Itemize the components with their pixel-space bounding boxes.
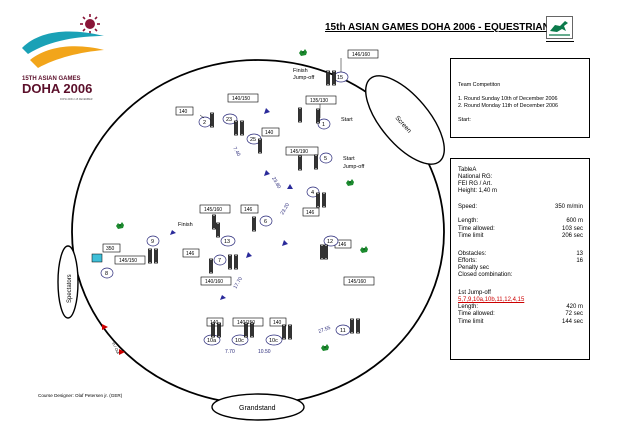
spectators-label: Spectators xyxy=(67,274,73,303)
table-type: TableA xyxy=(458,167,477,173)
obstacle-number: 7 xyxy=(218,258,221,264)
obstacle-number: 12 xyxy=(327,239,333,245)
height-label: 145/150 xyxy=(119,258,137,264)
obstacle-number: 6 xyxy=(264,219,267,225)
obstacle-number: 2 xyxy=(203,120,206,126)
direction-arrows xyxy=(170,108,293,300)
round2: 2. Round Monday 11th of December 2006 xyxy=(458,103,558,109)
jumpoff-right-label: Jump-off xyxy=(343,164,365,170)
gate-label: in / Out xyxy=(111,342,120,356)
height-label: 146 xyxy=(306,210,315,216)
logo-wave-teal xyxy=(22,31,104,54)
height-label: 350 xyxy=(106,246,115,252)
finish-left-label: Finish xyxy=(178,222,193,228)
obstacle-numbers: 15 1 2 23 25 5 4 6 7 9 8 13 12 10a 10c 1… xyxy=(100,71,351,346)
distance: 23.80 xyxy=(270,176,282,190)
height-label: 140/160 xyxy=(205,279,223,285)
logo-line1: 15TH ASIAN GAMES xyxy=(22,76,80,82)
horse-jumping-icon xyxy=(546,16,573,39)
jo-time-allowed-row: Time allowed:72 sec xyxy=(458,311,583,318)
distance: 23.20 xyxy=(280,202,292,216)
title-rule xyxy=(546,41,574,42)
logo-line2: DOHA 2006 xyxy=(22,81,92,96)
obstacle-links xyxy=(199,58,342,119)
sun-emblem-icon xyxy=(80,14,100,34)
obstacle-number: 25 xyxy=(250,137,256,143)
distance: 27.55 xyxy=(318,325,332,335)
height-label: 135/130 xyxy=(310,98,328,104)
start-label: Start xyxy=(341,117,353,123)
time-allowed-row: Time allowed:103 sec xyxy=(458,225,583,232)
height-label: 140/150 xyxy=(232,96,250,102)
obstacle-number: 1 xyxy=(322,122,325,128)
obstacle-number: 11 xyxy=(340,328,346,334)
spectators-area: Spectators xyxy=(57,245,79,319)
grandstand-area: Grandstand xyxy=(211,393,305,421)
entry-gate: in / Out xyxy=(102,324,125,355)
height-label: 146 xyxy=(186,251,195,257)
obstacle-number: 4 xyxy=(311,190,314,196)
jumpoff-sequence: 5,7,9,10a,10b,11,12,4,15 xyxy=(458,297,525,304)
course-designer: Course Designer: Olaf Petersen jr. (GER) xyxy=(38,393,123,398)
height-label: 146/160 xyxy=(352,52,370,58)
national-rg: National RG: xyxy=(458,174,493,181)
obstacle-number: 13 xyxy=(224,239,230,245)
obstacle-number: 10c xyxy=(235,338,244,344)
height-label: 140 xyxy=(179,109,188,115)
obstacle-number: 9 xyxy=(151,239,154,245)
height-label: 146 xyxy=(338,242,347,248)
height-label: 145/160 xyxy=(204,207,222,213)
obstacle-number: 8 xyxy=(105,271,108,277)
asian-games-logo: 15TH ASIAN GAMES DOHA 2006 DOHA 2006 2-1… xyxy=(22,14,104,101)
distance: 17.70 xyxy=(233,276,245,290)
finish-top-label: Finish xyxy=(293,68,308,74)
fei-rg: FEI RG / Art. xyxy=(458,181,493,188)
closed-row: Closed combination: xyxy=(458,272,513,279)
distance: 7.70 xyxy=(225,349,235,355)
screen-area: Screen xyxy=(365,75,445,165)
obstacle-number: 23 xyxy=(226,117,232,123)
obstacle-number: 10a xyxy=(207,338,217,344)
height-label: 140 xyxy=(265,130,274,136)
length-row: Length:600 m xyxy=(458,218,583,225)
table-info-box: TableA National RG: FEI RG / Art. Height… xyxy=(450,158,590,360)
logo-tagline: DOHA 2006 2-15 DECEMBER xyxy=(60,98,93,101)
obstacle-number: 5 xyxy=(324,156,327,162)
obstacle-number: 15 xyxy=(337,75,343,81)
height: Height: 1,40 m xyxy=(458,188,498,195)
round1: 1. Round Sunday 10th of December 2006 xyxy=(458,96,558,102)
logo-wave-gold xyxy=(30,46,104,68)
water-jump xyxy=(91,253,103,263)
start-label: Start: xyxy=(458,117,471,123)
jo-length-row: Length:420 m xyxy=(458,304,583,311)
distance: 7.40 xyxy=(231,146,241,158)
page-title: 15th ASIAN GAMES DOHA 2006 - EQUESTRIAN xyxy=(325,22,550,33)
jumpoff-heading: 1st Jump-off xyxy=(458,290,491,297)
grandstand-label: Grandstand xyxy=(239,405,276,412)
efforts-row: Efforts:16 xyxy=(458,257,583,264)
obstacle-number: 10c xyxy=(269,338,278,344)
start2-label: Start xyxy=(343,156,355,162)
jumpoff-top-label: Jump-off xyxy=(293,75,315,81)
height-label: 140 xyxy=(273,320,282,326)
height-label: 145/160 xyxy=(348,279,366,285)
start-finish-labels: Finish Jump-off Start Start Jump-off Fin… xyxy=(178,68,365,228)
penalty-row: Penalty sec xyxy=(458,264,490,271)
distance: 10.50 xyxy=(258,349,271,355)
team-heading: Team Competiton xyxy=(458,82,501,88)
speed-row: Speed:350 m/min xyxy=(458,204,583,211)
height-label: 146 xyxy=(244,207,253,213)
team-competition-box: Team Competiton 1. Round Sunday 10th of … xyxy=(450,58,590,138)
obstacles-row: Obstacles:13 xyxy=(458,250,583,257)
height-label: 145/190 xyxy=(290,149,308,155)
distance-labels: 7.40 23.80 23.20 17.70 27.55 7.70 10.50 xyxy=(225,146,332,355)
